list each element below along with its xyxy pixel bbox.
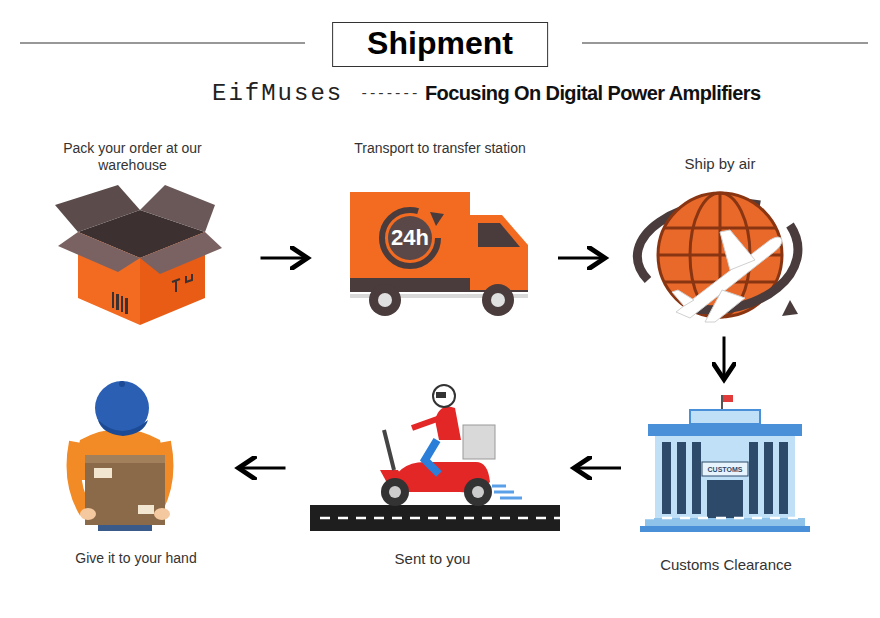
step-caption: Sent to you <box>305 550 560 567</box>
brand-name: EifMuses <box>212 80 343 107</box>
customs-building-icon <box>640 395 810 532</box>
rule-line <box>582 42 868 43</box>
step-caption: Pack your order at our warehouse <box>45 140 220 174</box>
truck-icon <box>350 192 528 316</box>
scooter-icon <box>310 385 840 531</box>
step-caption: Give it to your hand <box>50 550 222 567</box>
step-caption: Ship by air <box>625 155 815 172</box>
dash-separator: ------- <box>360 86 419 102</box>
globe-icon <box>637 193 798 322</box>
step-caption: Transport to transfer station <box>345 140 535 157</box>
flow-arrow <box>242 467 286 470</box>
badge-text: 24h <box>391 225 429 251</box>
flow-arrow <box>261 257 305 260</box>
box-icon <box>55 185 222 325</box>
step-node: Give it to your hand <box>50 378 222 567</box>
flow-arrow <box>723 337 726 377</box>
flow-arrow <box>558 257 602 260</box>
slogan: Focusing On Digital Power Amplifiers <box>425 82 760 105</box>
step-node: Customs Clearance <box>638 388 814 573</box>
step-node: Ship by air <box>625 155 815 325</box>
flow-arrow <box>577 467 621 470</box>
courier-icon <box>72 381 170 531</box>
step-node: Transport to transfer station <box>345 140 535 318</box>
sign-text: CUSTOMS <box>708 466 743 473</box>
rule-line <box>20 42 305 43</box>
step-node: Sent to you <box>305 382 560 567</box>
title-box: Shipment <box>332 22 548 67</box>
step-node: Pack your order at our warehouse <box>45 140 220 330</box>
step-caption: Customs Clearance <box>638 556 814 573</box>
